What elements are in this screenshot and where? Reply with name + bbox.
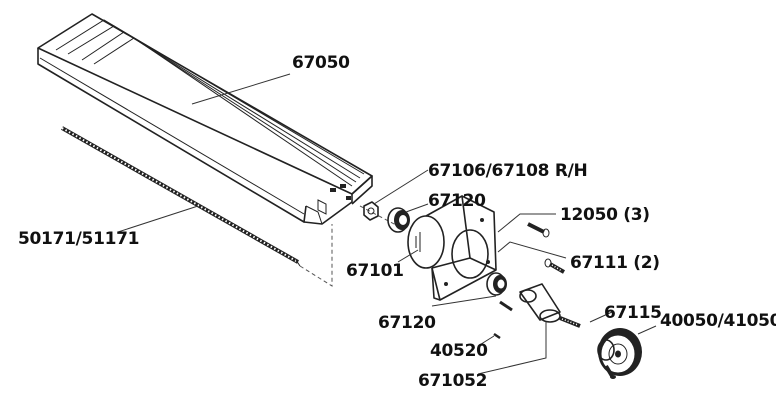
label-shaft-collar: 671052 <box>418 371 487 391</box>
bed-rail <box>37 13 373 225</box>
screw-67111 <box>544 258 565 274</box>
hex-nut <box>363 201 379 221</box>
label-nut-washer: 67106/67108 R/H <box>428 161 587 181</box>
label-screws-top: 12050 (3) <box>560 205 650 225</box>
label-bracket: 67101 <box>346 261 404 281</box>
label-bed: 67050 <box>292 53 350 73</box>
shaft-collar <box>499 283 561 323</box>
handwheel <box>597 328 642 379</box>
label-setscrew: 40520 <box>430 341 488 361</box>
collar-screw-67115 <box>559 316 581 328</box>
lead-screw <box>61 126 301 267</box>
label-handwheel: 40050/41050 <box>660 311 776 331</box>
set-screw-40520 <box>493 332 501 340</box>
label-bearing-top: 67120 <box>428 191 486 211</box>
label-screws-mid: 67111 (2) <box>570 253 660 273</box>
label-collar-screw: 67115 <box>604 303 662 323</box>
label-leadscrew: 50171/51171 <box>18 229 139 249</box>
screw-12050 <box>527 222 550 238</box>
bearing-bracket <box>407 195 497 301</box>
bearing-bottom <box>486 272 507 296</box>
label-bearing-bottom: 67120 <box>378 313 436 333</box>
bearing-top <box>387 207 410 233</box>
